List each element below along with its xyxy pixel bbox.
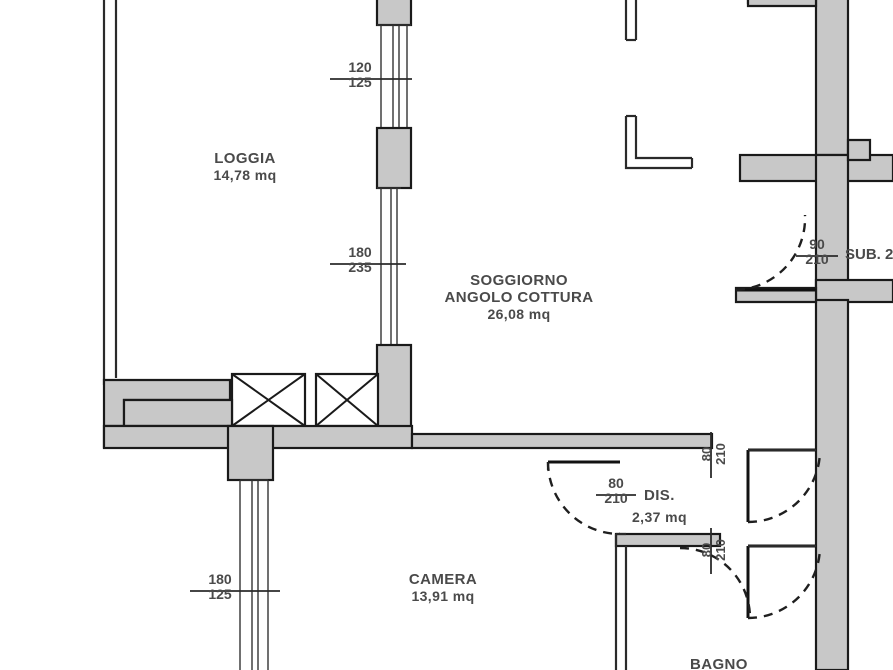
room-area-soggiorno: 26,08 mq: [487, 306, 551, 322]
wall-right-mid: [814, 153, 850, 302]
dim-width-value: 80: [608, 475, 624, 491]
niche-left: [230, 372, 307, 428]
wall-stub-camera: [226, 424, 275, 482]
room-name-camera: CAMERA: [408, 571, 478, 588]
wall-right-branch-mid: [814, 278, 893, 304]
dim-height-value: 210: [604, 490, 628, 507]
wall-loggia-soggiorno: [375, 0, 413, 445]
dim-height-value: 210: [713, 443, 729, 465]
dim-width-value: 120: [348, 59, 372, 75]
dim-door-dis: 80 210: [596, 475, 636, 507]
dim-height-value: 125: [208, 586, 232, 603]
door-right-lower-group: [746, 544, 822, 620]
room-area-disimpegno: 2,37 mq: [632, 509, 687, 525]
loggia-parapet: [102, 0, 118, 385]
room-name-soggiorno-secondary: ANGOLO COTTURA: [444, 289, 594, 306]
wall-segment-right: [410, 432, 714, 450]
room-label-loggia: LOGGIA 14,78 mq: [180, 150, 310, 183]
wall-main-horizontal: [102, 398, 714, 482]
room-area-camera: 13,91 mq: [411, 588, 475, 604]
dim-window-loggia-bottom: 180 235: [340, 244, 380, 276]
room-label-camera: CAMERA 13,91 mq: [373, 571, 513, 604]
door-dis-group: [546, 460, 621, 536]
room-name-loggia: LOGGIA: [214, 150, 276, 167]
room-name-soggiorno: SOGGIORNO: [470, 272, 568, 289]
window-glazing-upper: [377, 24, 411, 129]
wall-pier-middle: [375, 126, 413, 190]
wall-right-upper: [814, 0, 850, 172]
dim-door-entrance: 90 210: [797, 236, 837, 268]
niche-right: [314, 372, 380, 428]
window-glazing-lower: [377, 187, 401, 345]
dim-width-value: 180: [348, 244, 372, 260]
dim-width-value: 80: [699, 542, 714, 558]
dim-height-value: 125: [348, 74, 372, 91]
wall-right-vertical: [738, 0, 893, 670]
dim-window-loggia-top: 120 125: [340, 59, 380, 91]
dim-width-value: 180: [208, 571, 232, 587]
window-camera: [239, 479, 269, 670]
counter-stub-upper: [624, 0, 638, 42]
room-name-bagno: BAGNO: [690, 656, 748, 670]
dim-width-value: 80: [699, 446, 714, 462]
dim-height-value: 210: [805, 251, 829, 268]
room-label-soggiorno: SOGGIORNO ANGOLO COTTURA 26,08 mq: [419, 272, 619, 322]
door-right-upper-group: [746, 448, 822, 524]
sub-annotation: SUB. 2: [845, 246, 893, 263]
dim-door-right-lower: 80 210: [699, 526, 729, 574]
wall-pier-top: [375, 0, 413, 27]
dim-height-value: 210: [713, 539, 729, 561]
dim-width-value: 90: [809, 236, 825, 252]
counter-stub-lower: [624, 114, 694, 170]
dim-height-value: 235: [348, 259, 372, 276]
door-entrance-group: [734, 214, 818, 304]
wall-dis-bagno: [614, 532, 722, 670]
wall-right-lower: [814, 298, 850, 670]
room-area-loggia: 14,78 mq: [213, 167, 277, 183]
room-name-disimpegno: DIS.: [644, 487, 675, 504]
dim-window-camera: 180 125: [200, 571, 240, 603]
dim-door-right-upper: 80 210: [699, 430, 729, 478]
door-bagno-group: [679, 546, 752, 619]
